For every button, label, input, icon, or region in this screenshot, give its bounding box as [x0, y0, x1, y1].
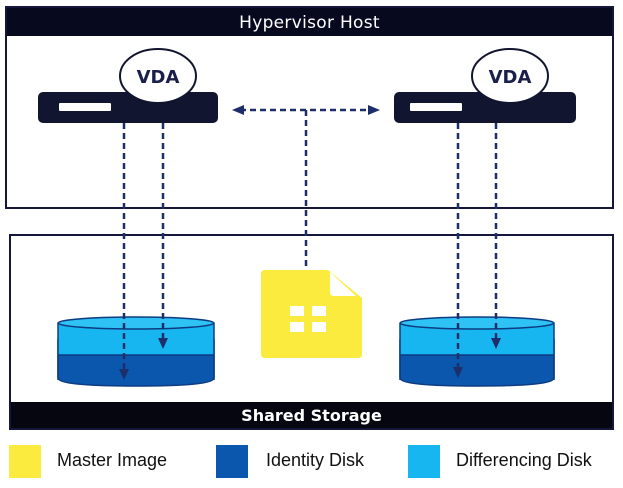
- file-fold: [330, 272, 356, 296]
- grid-cell: [290, 322, 304, 332]
- arrow-head: [491, 338, 501, 349]
- legend-swatch-master-image: [9, 445, 41, 478]
- grid-cell: [290, 306, 304, 316]
- arrow-left-head: [232, 105, 244, 115]
- server-slot-2: [410, 103, 462, 111]
- grid-cell: [312, 322, 326, 332]
- vm-server-1: VDA: [38, 48, 218, 123]
- grid-cell: [312, 306, 326, 316]
- disk-stack-2: [399, 316, 555, 387]
- legend-swatch-differencing-disk: [408, 445, 440, 478]
- vm-server-2: VDA: [394, 48, 576, 123]
- disk-stack-1: [57, 316, 215, 387]
- disk-top-2: [399, 316, 555, 330]
- legend-label: Identity Disk: [266, 450, 365, 470]
- arrow-head: [119, 369, 129, 380]
- vm-link-arrow: [232, 105, 380, 270]
- master-image-file-icon: [261, 270, 362, 358]
- disk-top-1: [57, 316, 215, 330]
- legend-label: Master Image: [57, 450, 168, 470]
- legend-label: Differencing Disk: [456, 450, 592, 470]
- vda-badge-1: [119, 48, 197, 104]
- hypervisor-host-title: Hypervisor Host: [7, 8, 612, 36]
- legend-swatch-identity-disk: [216, 445, 248, 478]
- shared-storage-title: Shared Storage: [11, 402, 612, 428]
- file-body: [261, 270, 362, 358]
- vda-badge-2: [471, 48, 549, 104]
- vda-label-1: VDA: [137, 67, 180, 88]
- diagram-canvas: VDA VDA: [38, 48, 576, 387]
- server-slot-1: [59, 103, 111, 111]
- legend: Master Image Identity Disk Differencing …: [0, 442, 623, 482]
- arrow-head: [453, 367, 463, 378]
- vda-label-2: VDA: [489, 67, 532, 88]
- arrow-head: [158, 338, 168, 349]
- arrow-right-head: [368, 105, 380, 115]
